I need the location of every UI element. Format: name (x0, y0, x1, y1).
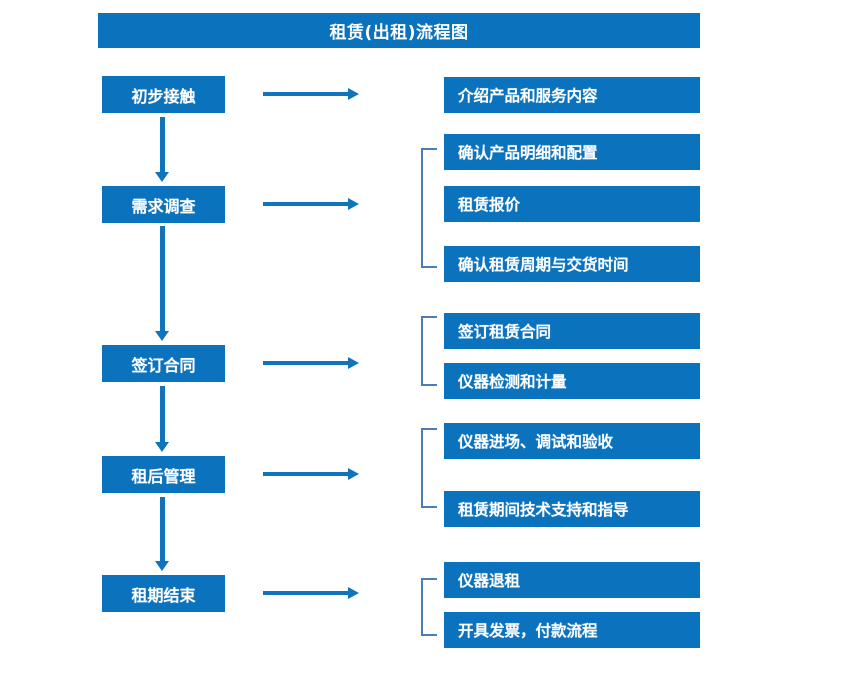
branch-arrow-right-5 (263, 587, 359, 599)
stage-node-4[interactable]: 租后管理 (102, 456, 225, 493)
branch-arrow-right-4 (263, 468, 359, 480)
branch-arrow-right-1 (263, 88, 359, 100)
group-bracket-5 (421, 578, 437, 636)
stage-node-2[interactable]: 需求调查 (102, 186, 225, 223)
group-bracket-3 (421, 316, 437, 386)
detail-node-10[interactable]: 开具发票，付款流程 (444, 612, 700, 648)
flow-arrow-down-3 (155, 386, 169, 452)
detail-node-1[interactable]: 介绍产品和服务内容 (444, 77, 700, 113)
detail-node-4[interactable]: 确认租赁周期与交货时间 (444, 246, 700, 282)
detail-node-6[interactable]: 仪器检测和计量 (444, 363, 700, 399)
flow-arrow-down-4 (155, 497, 169, 571)
detail-node-8[interactable]: 租赁期间技术支持和指导 (444, 491, 700, 527)
group-bracket-4 (421, 428, 437, 508)
branch-arrow-right-3 (263, 357, 359, 369)
group-bracket-2 (421, 148, 437, 268)
flow-arrow-down-1 (155, 117, 169, 182)
detail-node-7[interactable]: 仪器进场、调试和验收 (444, 423, 700, 459)
detail-node-2[interactable]: 确认产品明细和配置 (444, 134, 700, 170)
stage-node-1[interactable]: 初步接触 (102, 76, 225, 113)
detail-node-3[interactable]: 租赁报价 (444, 186, 700, 222)
detail-node-9[interactable]: 仪器退租 (444, 562, 700, 598)
detail-node-5[interactable]: 签订租赁合同 (444, 313, 700, 349)
stage-node-3[interactable]: 签订合同 (102, 345, 225, 382)
stage-node-5[interactable]: 租期结束 (102, 575, 225, 612)
chart-title: 租赁(出租)流程图 (98, 13, 700, 48)
flow-arrow-down-2 (155, 226, 169, 341)
branch-arrow-right-2 (263, 198, 359, 210)
